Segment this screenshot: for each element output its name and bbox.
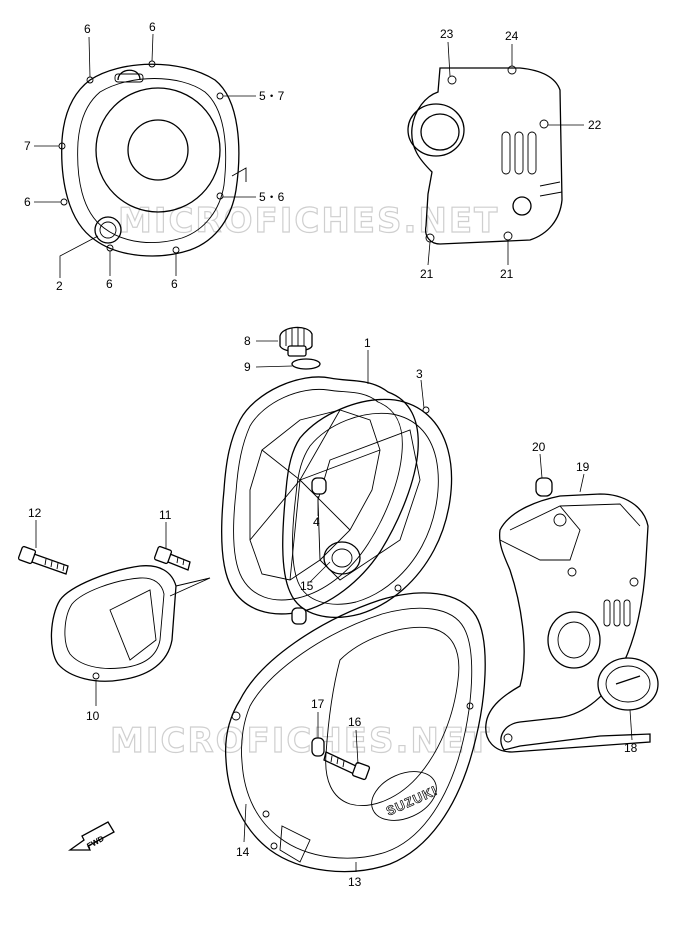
label-6a: 6 bbox=[84, 22, 91, 36]
part-number-labels: 6 6 5・7 7 6 5・6 2 6 6 23 24 22 21 21 8 9… bbox=[24, 20, 638, 889]
brand-mark: SUZUKI bbox=[384, 783, 440, 819]
label-15: 15 bbox=[300, 579, 314, 593]
label-17: 17 bbox=[311, 697, 325, 711]
bolt-11 bbox=[153, 545, 191, 571]
label-8: 8 bbox=[244, 334, 251, 348]
leaders-top-right bbox=[427, 41, 584, 266]
label-24: 24 bbox=[505, 29, 519, 43]
label-2: 2 bbox=[56, 279, 63, 293]
plug-18 bbox=[597, 657, 659, 711]
leaders-right bbox=[539, 453, 633, 741]
watermark-lower: MICROFICHES.NET bbox=[110, 721, 491, 761]
fwd-arrow-icon: FWD bbox=[67, 821, 115, 851]
dowel-17 bbox=[311, 737, 325, 757]
label-12: 12 bbox=[28, 506, 42, 520]
label-20: 20 bbox=[532, 440, 546, 454]
label-16: 16 bbox=[348, 715, 362, 729]
label-19: 19 bbox=[576, 460, 590, 474]
sprocket-cover bbox=[407, 65, 563, 245]
label-6d: 6 bbox=[106, 277, 113, 291]
label-5-7: 5・7 bbox=[259, 89, 285, 103]
label-22: 22 bbox=[588, 118, 602, 132]
label-13: 13 bbox=[348, 875, 362, 889]
label-4: 4 bbox=[313, 515, 320, 529]
oil-filler-cap bbox=[279, 326, 321, 370]
leaders-middle bbox=[255, 340, 425, 583]
leaders-bottom bbox=[243, 712, 359, 872]
side-cover-left bbox=[50, 565, 211, 682]
label-3: 3 bbox=[416, 367, 423, 381]
label-5-6: 5・6 bbox=[259, 190, 285, 204]
label-21a: 21 bbox=[420, 267, 434, 281]
leaders-left bbox=[35, 520, 167, 706]
leaders-top-left bbox=[34, 33, 256, 278]
bolt-16 bbox=[323, 751, 371, 781]
fwd-label: FWD bbox=[85, 834, 105, 851]
label-23: 23 bbox=[440, 27, 454, 41]
label-9: 9 bbox=[244, 360, 251, 374]
label-10: 10 bbox=[86, 709, 100, 723]
label-18: 18 bbox=[624, 741, 638, 755]
label-6b: 6 bbox=[149, 20, 156, 34]
bolt-12 bbox=[17, 545, 69, 575]
watermark-upper: MICROFICHES.NET bbox=[118, 201, 499, 241]
label-11: 11 bbox=[159, 508, 172, 522]
label-1: 1 bbox=[364, 336, 371, 350]
label-14: 14 bbox=[236, 845, 250, 859]
dowel-pin-20 bbox=[535, 477, 553, 497]
gasket-and-inner-cover bbox=[220, 376, 453, 625]
label-21b: 21 bbox=[500, 267, 514, 281]
gear-cover-right bbox=[485, 493, 651, 753]
label-7: 7 bbox=[24, 139, 31, 153]
label-6e: 6 bbox=[171, 277, 178, 291]
outer-cover-left bbox=[58, 60, 247, 257]
label-6c: 6 bbox=[24, 195, 31, 209]
